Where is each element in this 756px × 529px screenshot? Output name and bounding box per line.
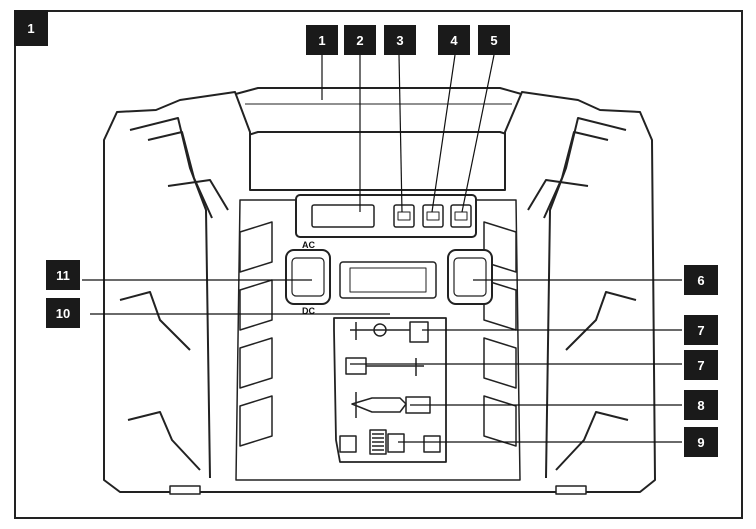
callout-2: 2 — [344, 25, 376, 55]
left-side-rib — [129, 117, 211, 479]
callout-6: 6 — [684, 265, 718, 295]
spring-terminal — [339, 429, 441, 455]
output-panel — [333, 317, 447, 463]
dc-outlet-1 — [350, 321, 429, 343]
dc-outlet-2 — [345, 357, 424, 376]
ac-label: AC — [302, 240, 315, 250]
callout-4: 4 — [438, 25, 470, 55]
left-vent-grille — [239, 221, 273, 447]
figure-number-badge: 1 — [14, 10, 48, 46]
callout-7-a: 7 — [684, 315, 718, 345]
callout-3: 3 — [384, 25, 416, 55]
callout-8: 8 — [684, 390, 718, 420]
dc-label: DC — [302, 306, 315, 316]
usb-port-1 — [393, 204, 415, 228]
usb-port-3 — [450, 204, 472, 228]
figure-frame — [14, 10, 743, 519]
leader-lines — [82, 54, 682, 443]
center-handle-recess — [339, 261, 437, 299]
callout-5: 5 — [478, 25, 510, 55]
callout-10: 10 — [46, 298, 80, 328]
callout-7-b: 7 — [684, 350, 718, 380]
foot-right — [555, 485, 587, 495]
lcd-screen — [311, 204, 375, 228]
carry-handle — [231, 87, 526, 141]
ac-power-button — [285, 249, 331, 305]
callout-11: 11 — [46, 260, 80, 290]
foot-left — [169, 485, 201, 495]
right-vent-grille — [483, 221, 517, 447]
callout-9: 9 — [684, 427, 718, 457]
right-side-rib — [545, 117, 627, 479]
callout-1: 1 — [306, 25, 338, 55]
dc-power-button — [447, 249, 493, 305]
